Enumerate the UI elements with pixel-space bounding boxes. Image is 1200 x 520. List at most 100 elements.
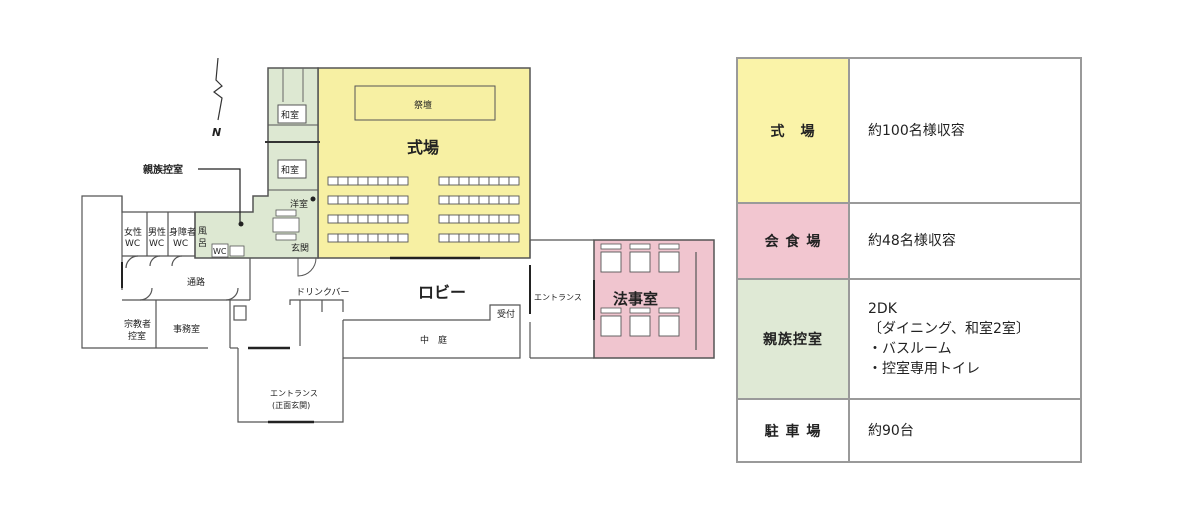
lobby-walls	[237, 239, 594, 423]
seat	[367, 233, 379, 243]
seat	[387, 176, 399, 186]
josei-wc-label-2: WC	[125, 239, 140, 249]
seat	[458, 214, 470, 224]
seat	[498, 233, 510, 243]
seat	[488, 195, 500, 205]
legend-name-kaishokujo-text: 会 食 場	[764, 234, 822, 250]
seat	[367, 176, 379, 186]
legend-name-chushajo: 駐 車 場	[738, 400, 850, 461]
seat	[468, 195, 480, 205]
legend-row-shinzoku: 親族控室 2DK 〔ダイニング、和室2室〕 ・バスルーム ・控室専用トイレ	[738, 280, 1080, 400]
seat-rows-right	[438, 176, 520, 243]
legend-name-kaishokujo: 会 食 場	[738, 204, 850, 278]
josei-wc-label-1: 女性	[124, 226, 142, 238]
shukyosha-label-1: 宗教者	[124, 318, 151, 330]
seat	[397, 233, 409, 243]
seat	[468, 214, 480, 224]
seat	[347, 195, 359, 205]
dansei-wc-label-1: 男性	[148, 226, 166, 238]
saidan-altar	[354, 85, 496, 121]
seat	[458, 176, 470, 186]
chair	[658, 243, 680, 250]
north-arrow-icon	[213, 57, 223, 121]
seat	[337, 195, 349, 205]
wc-small-label: WC	[213, 247, 227, 256]
jimushitsu-label: 事務室	[173, 323, 200, 335]
chair	[629, 243, 651, 250]
legend-row-shikijo: 式 場 約100名様収容	[738, 59, 1080, 204]
seat	[397, 195, 409, 205]
facility-legend-table: 式 場 約100名様収容 会 食 場 約48名様収容 親族控室 2DK 〔ダイニ…	[736, 57, 1082, 463]
drink-bar-label: ドリンクバー	[296, 287, 350, 298]
legend-name-shikijo-text: 式 場	[770, 123, 816, 140]
seat	[357, 195, 369, 205]
seat	[367, 214, 379, 224]
legend-name-shinzoku-text: 親族控室	[763, 332, 823, 348]
seat	[387, 195, 399, 205]
legend-kaishokujo-capacity: 約48名様収容	[868, 233, 956, 249]
legend-desc-chushajo: 約90台	[850, 400, 1080, 461]
legend-shinzoku-line-2: 〔ダイニング、和室2室〕	[868, 321, 1030, 337]
seat	[337, 176, 349, 186]
seat	[377, 195, 389, 205]
nakaniwa-label: 中 庭	[420, 334, 447, 346]
seat	[357, 233, 369, 243]
seat	[438, 214, 450, 224]
seat	[377, 233, 389, 243]
seat	[448, 176, 460, 186]
entrance-east-label: エントランス	[534, 293, 582, 302]
seat	[347, 233, 359, 243]
seat	[357, 214, 369, 224]
seat	[488, 214, 500, 224]
chair	[658, 307, 680, 314]
legend-name-chushajo-text: 駐 車 場	[764, 423, 822, 440]
seat	[448, 214, 460, 224]
seat	[488, 233, 500, 243]
entrance-main-label-2: (正面玄関)	[272, 400, 310, 410]
shikijo-label: 式場	[407, 138, 439, 157]
chair	[600, 243, 622, 250]
seat	[508, 176, 520, 186]
entrance-main-label-1: エントランス	[270, 389, 318, 398]
seat	[347, 214, 359, 224]
seat	[478, 195, 490, 205]
seat	[508, 195, 520, 205]
dining-table	[658, 251, 680, 273]
hojishitsu-label: 法事室	[613, 290, 658, 308]
seat	[327, 195, 339, 205]
legend-shinzoku-line-3: ・バスルーム	[868, 341, 952, 357]
seat	[508, 214, 520, 224]
seat	[387, 233, 399, 243]
legend-name-shinzoku: 親族控室	[738, 280, 850, 398]
seat	[387, 214, 399, 224]
seat	[377, 214, 389, 224]
seat	[468, 176, 480, 186]
legend-shinzoku-line-4: ・控室専用トイレ	[868, 361, 980, 377]
seat	[458, 233, 470, 243]
floor-plan-map: N 祭壇 式場 和室 和室 洋室 WC 風 呂 玄関 親族控室	[81, 57, 715, 424]
seat	[397, 176, 409, 186]
seat	[508, 233, 520, 243]
furo-label-1: 風	[198, 226, 207, 237]
shinshosha-wc-label-2: WC	[173, 239, 188, 249]
genkan-label: 玄関	[291, 242, 309, 254]
legend-desc-kaishokujo: 約48名様収容	[850, 204, 1080, 278]
seat	[498, 214, 510, 224]
dining-table	[629, 251, 651, 273]
dining-table	[658, 315, 680, 337]
dining-tables	[600, 243, 680, 337]
seat	[397, 214, 409, 224]
seat	[438, 176, 450, 186]
seat	[448, 233, 460, 243]
tsuro-label: 通路	[187, 276, 205, 288]
legend-chushajo-capacity: 約90台	[868, 422, 914, 439]
seat	[337, 233, 349, 243]
dansei-wc-label-2: WC	[149, 239, 164, 249]
seat	[458, 195, 470, 205]
seat	[327, 233, 339, 243]
seat	[357, 176, 369, 186]
shukyosha-label-2: 控室	[128, 330, 146, 342]
seat	[478, 233, 490, 243]
washitsu-2-label: 和室	[281, 164, 299, 176]
seat	[448, 195, 460, 205]
